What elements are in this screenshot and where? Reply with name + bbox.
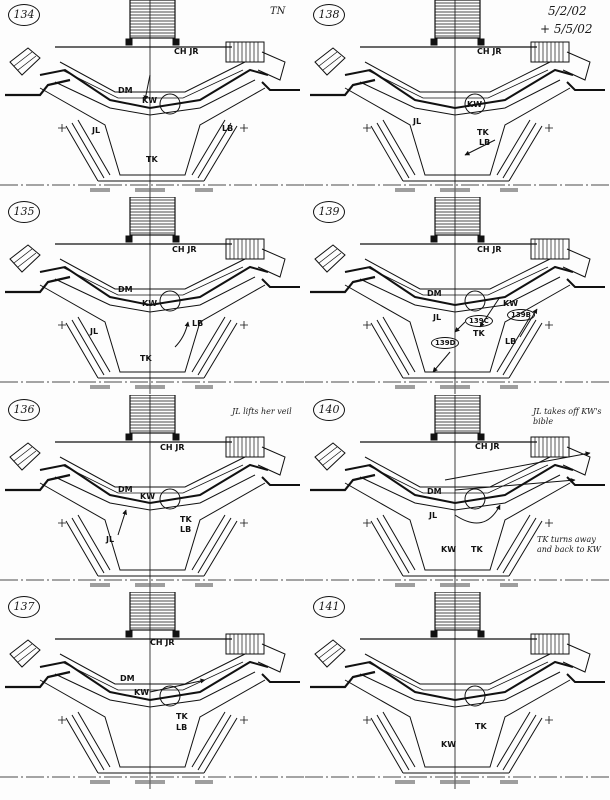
actor-label: DM xyxy=(427,487,442,496)
sub-cue-label: 139B xyxy=(507,309,535,321)
actor-label: LB xyxy=(479,138,491,147)
blocking-note: JL lifts her veil xyxy=(232,407,292,416)
actor-label: LB xyxy=(180,525,192,534)
actor-label: JL xyxy=(433,313,442,322)
blocking-panel: 134 CH JR DM KW JL LB TK xyxy=(0,0,305,197)
cue-number: 138 xyxy=(313,4,345,26)
stage-plan-diagram xyxy=(305,0,610,197)
actor-label: CH JR xyxy=(477,47,502,56)
stage-plan-diagram xyxy=(0,395,305,592)
actor-label: CH JR xyxy=(174,47,199,56)
cue-number: 141 xyxy=(313,596,345,618)
blocking-panel: 136 JL lifts her veil CH JR DM KW JL TK … xyxy=(0,395,305,592)
cue-number: 135 xyxy=(8,201,40,223)
actor-label: TK xyxy=(176,712,188,721)
revision-date: + 5/5/02 xyxy=(540,22,593,36)
actor-label: CH JR xyxy=(172,245,197,254)
cue-number: 139 xyxy=(313,201,345,223)
sub-cue-label: 139D xyxy=(431,337,460,349)
actor-label: JL xyxy=(413,117,422,126)
stage-plan-diagram xyxy=(0,592,305,789)
stage-plan-diagram xyxy=(0,0,305,197)
blocking-note: JL takes off KW's bible xyxy=(533,407,602,426)
actor-label: JL xyxy=(429,511,438,520)
actor-label: KW xyxy=(134,688,150,697)
cue-number: 137 xyxy=(8,596,40,618)
actor-label: TK xyxy=(180,515,192,524)
actor-label: LB xyxy=(192,319,204,328)
blocking-panel: 140 JL takes off KW's bible TK turns awa… xyxy=(305,395,610,592)
blocking-panel: 139 CH JR DM KW JL TK LB 139C 139B 139D xyxy=(305,197,610,394)
blocking-panel: 137 CH JR DM KW TK LB xyxy=(0,592,305,789)
actor-label: CH JR xyxy=(150,638,175,647)
actor-label: CH JR xyxy=(477,245,502,254)
actor-label: KW xyxy=(503,299,519,308)
actor-label: KW xyxy=(467,100,483,109)
initials: TN xyxy=(270,6,286,17)
actor-label: JL xyxy=(106,535,115,544)
actor-label: DM xyxy=(427,289,442,298)
blocking-note: TK turns away and back to KW xyxy=(537,535,601,554)
actor-label: LB xyxy=(176,723,188,732)
actor-label: DM xyxy=(118,285,133,294)
stage-plan-diagram xyxy=(305,592,610,789)
actor-label: TK xyxy=(140,354,152,363)
actor-label: TK xyxy=(475,722,487,731)
actor-label: KW xyxy=(140,492,156,501)
stage-plan-diagram xyxy=(305,197,610,394)
actor-label: TK xyxy=(473,329,485,338)
actor-label: DM xyxy=(120,674,135,683)
actor-label: KW xyxy=(441,545,457,554)
stage-plan-diagram xyxy=(305,395,610,592)
actor-label: DM xyxy=(118,86,133,95)
date: 5/2/02 xyxy=(548,4,587,18)
actor-label: KW xyxy=(441,740,457,749)
sub-cue-label: 139C xyxy=(465,315,493,327)
actor-label: TK xyxy=(477,128,489,137)
actor-label: LB xyxy=(222,124,234,133)
actor-label: JL xyxy=(90,327,99,336)
actor-label: CH JR xyxy=(475,442,500,451)
actor-label: CH JR xyxy=(160,443,185,452)
actor-label: LB xyxy=(505,337,517,346)
blocking-panel: 141 KW TK xyxy=(305,592,610,789)
cue-number: 134 xyxy=(8,4,40,26)
blocking-panel: 135 CH JR DM KW JL LB TK xyxy=(0,197,305,394)
blocking-panel: 138 CH JR KW JL TK LB xyxy=(305,0,610,197)
actor-label: TK xyxy=(471,545,483,554)
actor-label: JL xyxy=(92,126,101,135)
cue-number: 136 xyxy=(8,399,40,421)
stage-plan-diagram xyxy=(0,197,305,394)
actor-label: DM xyxy=(118,485,133,494)
actor-label: KW xyxy=(142,96,158,105)
actor-label: TK xyxy=(146,155,158,164)
actor-label: KW xyxy=(142,299,158,308)
cue-number: 140 xyxy=(313,399,345,421)
